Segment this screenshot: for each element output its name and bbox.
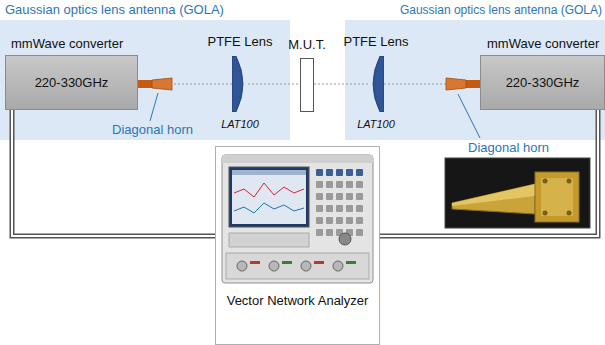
lens-model: LAT100 [221,116,259,132]
lens-shape [232,56,248,112]
material-under-test: M.U.T. [300,58,314,112]
lens-name: PTFE Lens [343,34,408,50]
instrument-name: Vector Network Analyzer [227,293,369,309]
gola-panel [0,20,290,140]
left-horn [138,78,172,90]
lens-model: LAT100 [357,116,395,132]
lens-antenna-panel: Gaussian optics lens antenna (GOLA)PTFE … [345,20,605,140]
rf-cable [12,110,215,236]
optical-axis [248,84,300,85]
ptfe-lens: PTFE LensLAT100 [368,56,384,112]
panel-title: Gaussian optics lens antenna (GOLA) [400,2,602,18]
converter-name: mmWave converter [11,36,123,52]
frequency-range: 220-330GHz [35,75,109,91]
lens-shape [368,56,384,112]
panel-title: Gaussian optics lens antenna (GOLA) [5,2,224,18]
optical-axis [314,84,368,85]
horn-photo [445,158,590,228]
lens-name: PTFE Lens [207,34,272,50]
mut-label: M.U.T. [288,37,326,53]
converter-box: mmWave converter220-330GHz [5,55,138,110]
network-analyzer-panel: Vector Network Analyzer [215,146,380,345]
frequency-range: 220-330GHz [506,75,580,91]
callout-label: Diagonal horn [112,122,193,138]
right-horn [446,78,480,90]
leader-line [458,94,480,138]
callout-label: Diagonal horn [468,140,549,156]
converter-name: mmWave converter [487,36,599,52]
vna-picture [220,153,375,288]
leader-line [150,93,158,121]
rf-cable [380,110,598,236]
ptfe-lens: PTFE LensLAT100 [232,56,248,112]
converter-box: mmWave converter220-330GHz [480,55,605,110]
